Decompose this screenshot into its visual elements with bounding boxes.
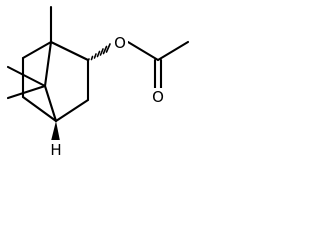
bond-c1-c6: [21, 40, 53, 60]
bond-c7-methyl-upper: [6, 65, 47, 88]
bond-c5-c4: [21, 95, 58, 123]
bond-o-carbonyl-carbon: [126, 40, 160, 62]
bond-c3-c4: [54, 98, 90, 123]
bridgehead-hydrogen-label: H: [50, 141, 61, 159]
carbonyl-oxygen-label: O: [152, 88, 164, 106]
bond-c7-methyl-lower: [6, 84, 47, 100]
ester-oxygen-label: O: [114, 34, 126, 52]
wedge-bond-c4-h: [51, 121, 60, 141]
bond-c7-c4: [43, 84, 58, 123]
chemical-structure-diagram: O O H: [6, 5, 190, 159]
hashed-wedge-bond-c2-o: [87, 43, 111, 62]
bond-c1-c2: [49, 40, 90, 62]
bond-carbonyl-carbon-methyl: [156, 40, 190, 62]
bond-c1-c7: [43, 40, 53, 88]
